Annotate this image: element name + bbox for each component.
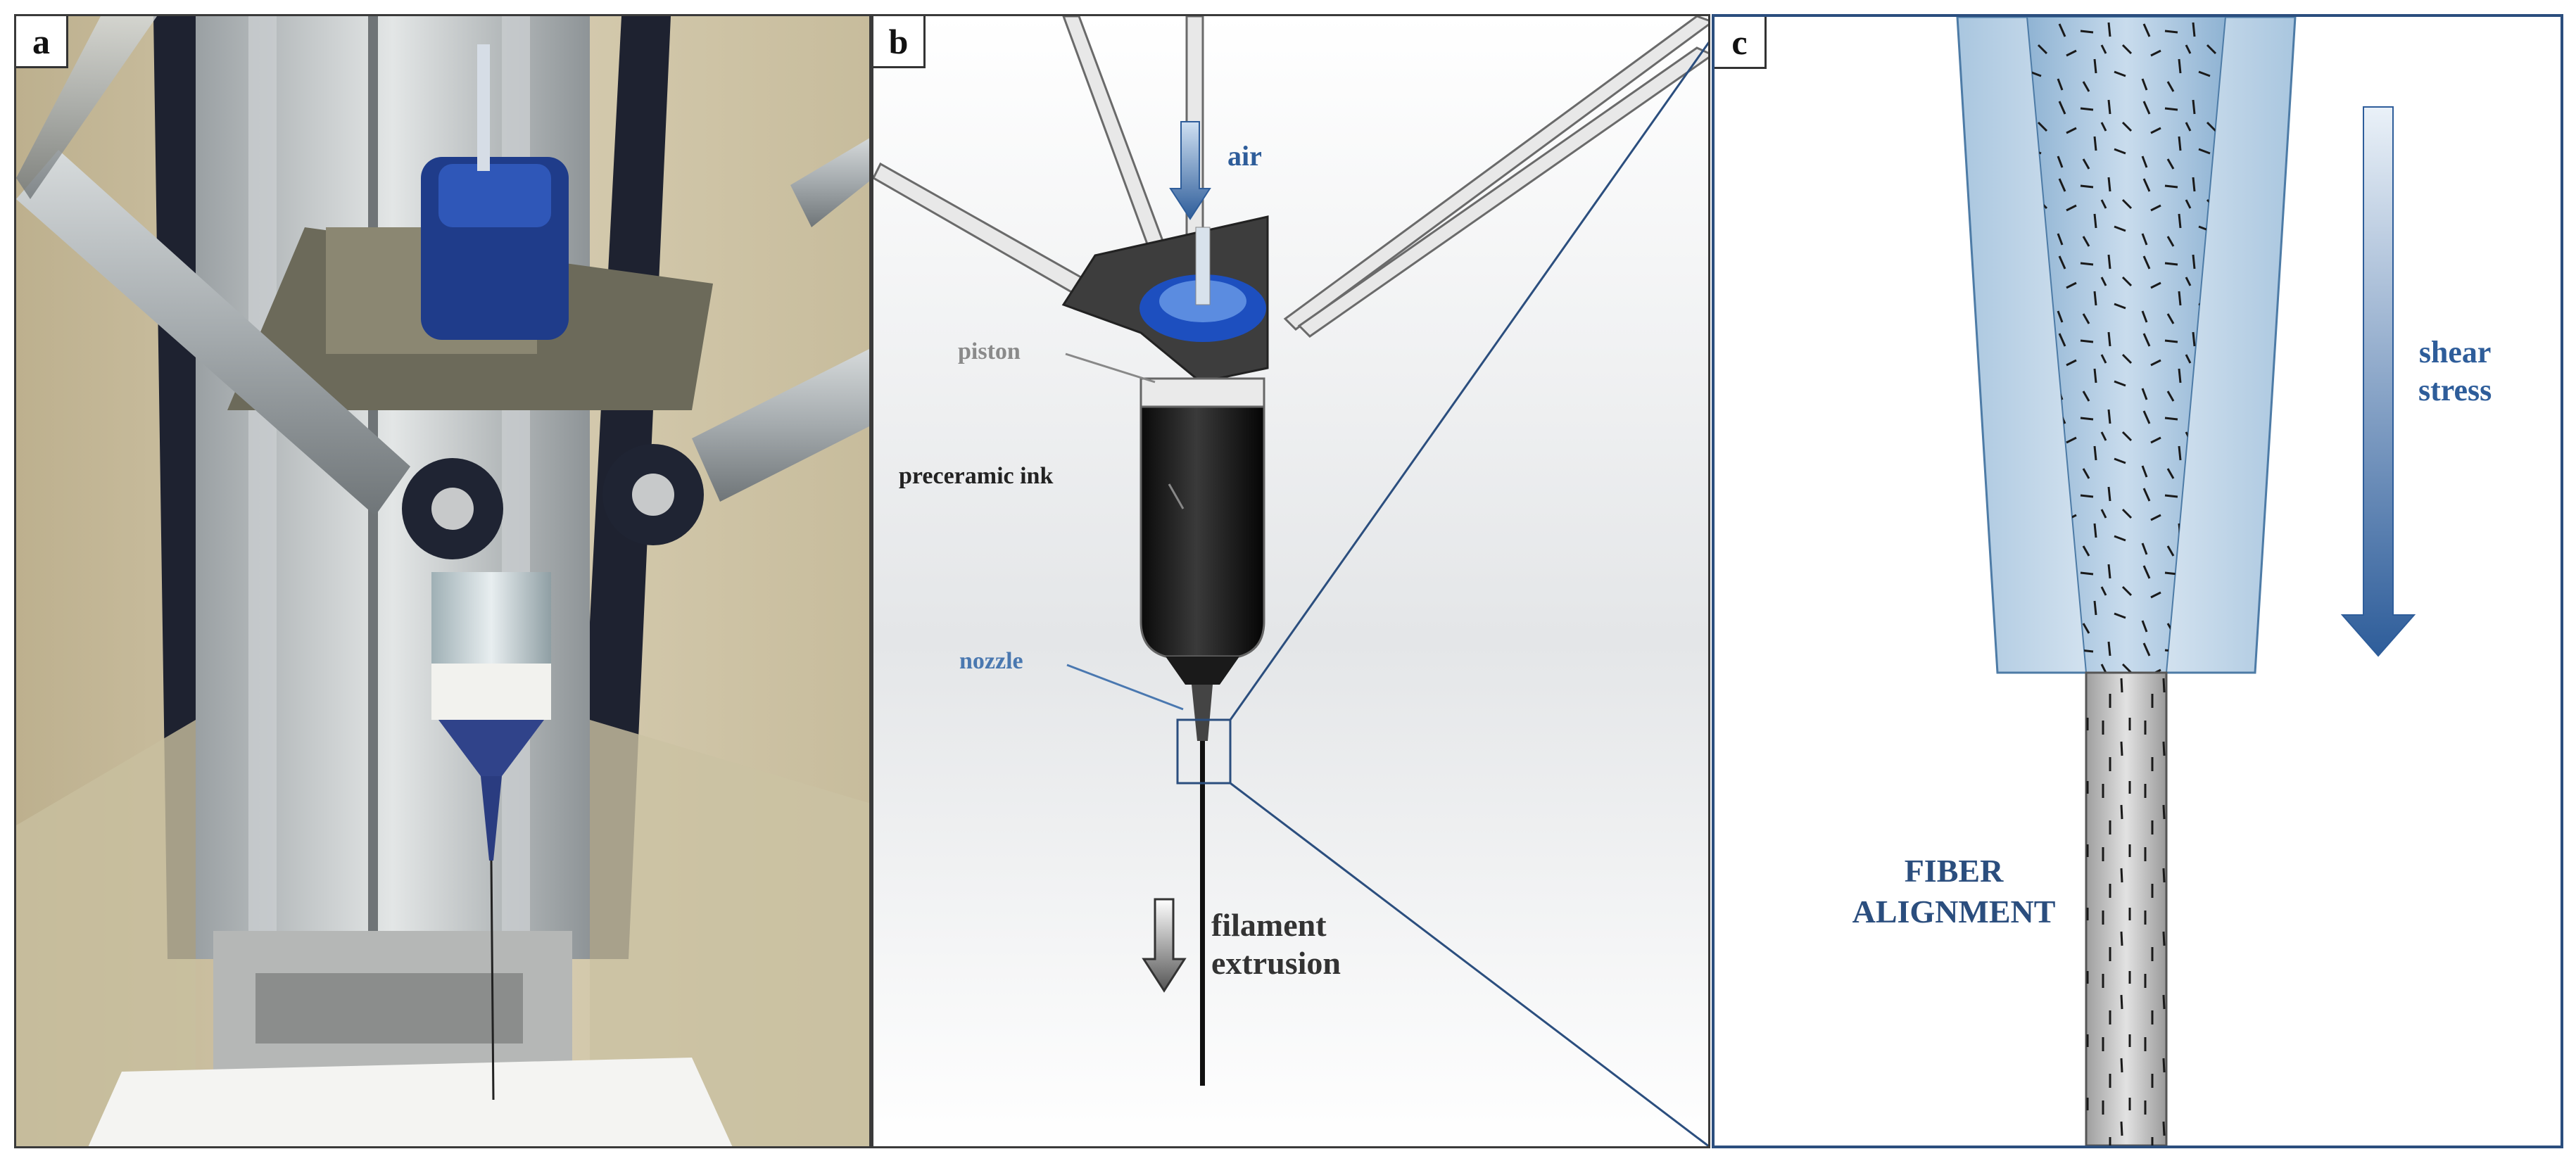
extruder-schematic: [873, 16, 1708, 1146]
shear-label-line1: shear: [2418, 335, 2492, 369]
nozzle-label: nozzle: [959, 648, 1023, 674]
panel-a-photo: a: [14, 14, 871, 1148]
panel-b-schematic: air piston preceramic ink nozzle filamen…: [871, 14, 1710, 1148]
piston-label: piston: [958, 338, 1021, 364]
air-inlet-tube: [1195, 227, 1211, 305]
air-tube: [477, 44, 490, 171]
shear-stress-arrow: [2340, 106, 2416, 657]
shear-stress-label: shear stress: [2418, 334, 2492, 410]
air-label: air: [1227, 140, 1262, 172]
preceramic-ink-label: preceramic ink: [899, 463, 1054, 489]
shear-label-line2: stress: [2418, 373, 2492, 407]
panel-label-c: c: [1715, 17, 1767, 69]
filament-label-line2: extrusion: [1211, 945, 1341, 981]
zoom-line-bottom: [1230, 782, 1708, 1146]
fiber-alignment-label: FIBER ALIGNMENT: [1848, 851, 2059, 932]
filament: [1200, 741, 1205, 1086]
filament-line: [490, 860, 495, 1100]
syringe-barrel-black: [1139, 405, 1265, 658]
nozzle-shape: [1192, 685, 1213, 741]
printer-photo-illustration: [16, 16, 869, 1146]
fiber-label-line2: ALIGNMENT: [1852, 894, 2056, 930]
leader-piston: [1065, 353, 1156, 383]
zoom-line-top: [1229, 41, 1708, 721]
leader-nozzle: [1066, 664, 1184, 711]
leader-ink: [1168, 483, 1185, 509]
piston-shape: [1139, 377, 1265, 408]
extrusion-arrow: [1142, 898, 1187, 993]
nozzle-cross-section: [1715, 17, 2561, 1146]
fiber-label-line1: FIBER: [1904, 853, 2004, 889]
air-arrow: [1169, 121, 1211, 220]
paper-sheet: [88, 1058, 733, 1146]
panel-c-fiber-alignment: shear stress FIBER ALIGNMENT c: [1712, 14, 2563, 1148]
zoom-box: [1176, 718, 1232, 785]
aligned-fibers: [2086, 673, 2166, 1146]
filament-label-line1: filament: [1211, 907, 1327, 943]
rod-left: [16, 150, 410, 516]
panel-label-b: b: [873, 16, 926, 68]
ink-white: [431, 664, 551, 720]
filament-extrusion-label: filament extrusion: [1211, 906, 1341, 982]
rod-right: [692, 349, 869, 502]
syringe-taper: [438, 720, 544, 776]
nozzle-tip: [481, 776, 502, 861]
panel-label-a: a: [16, 16, 68, 68]
